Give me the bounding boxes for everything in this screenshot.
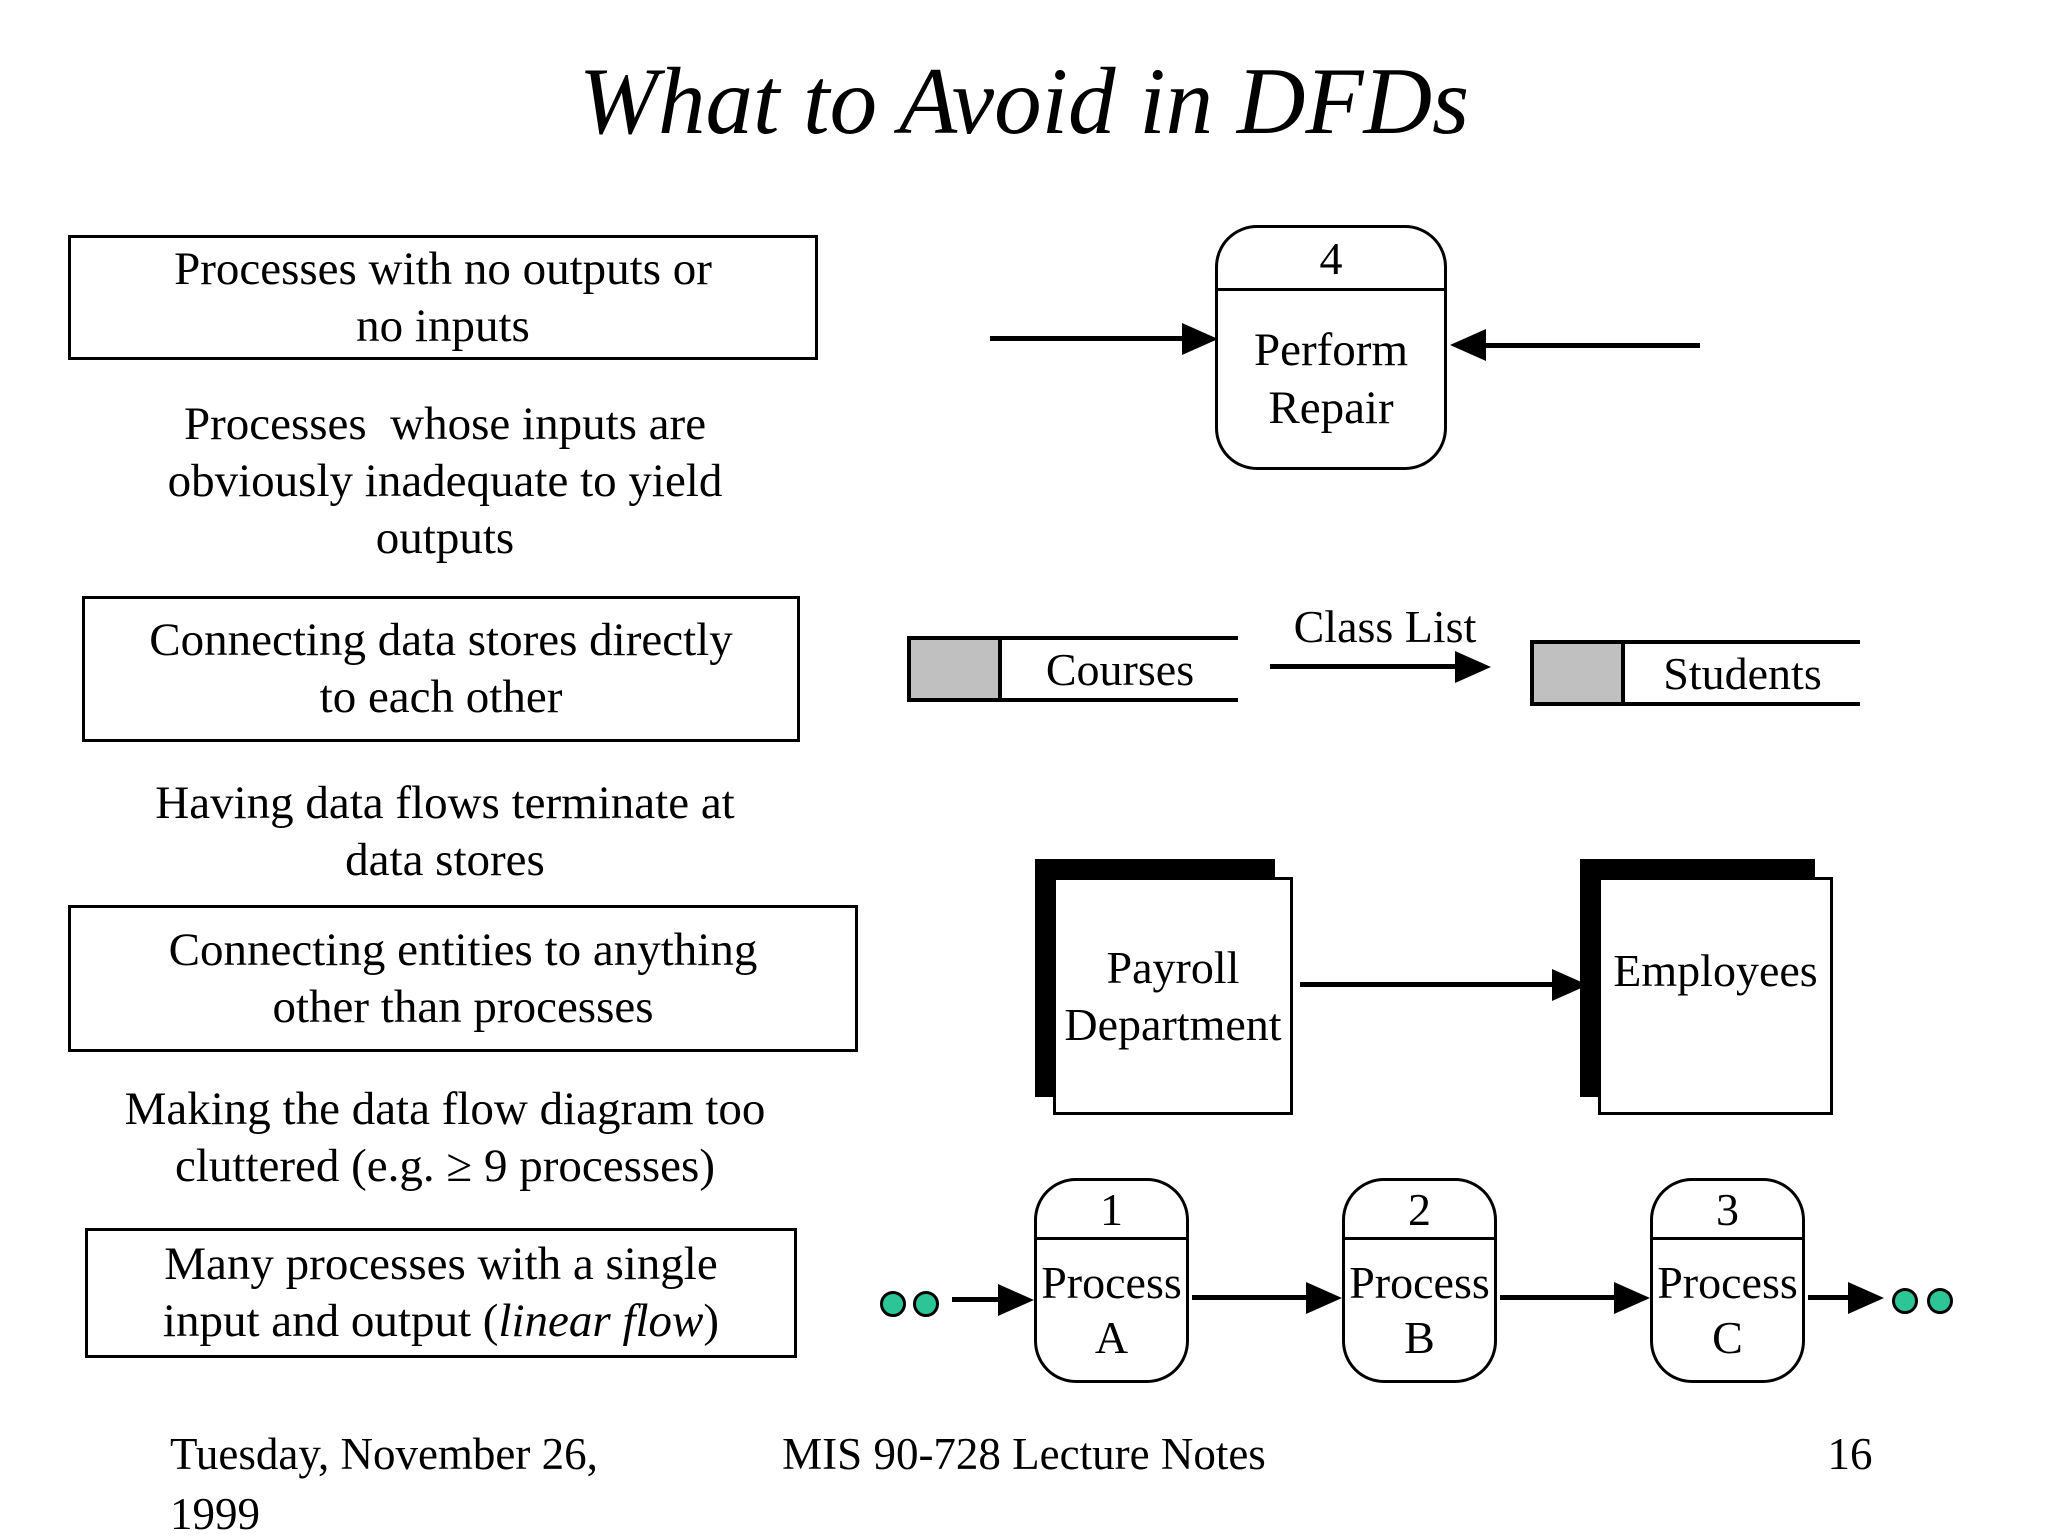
avoid-item-line: Connecting entities to anything	[168, 923, 758, 976]
arrowhead-right-icon	[1306, 1282, 1342, 1314]
entity-label: Payroll Department	[1053, 877, 1293, 1115]
avoid-item-cluttered: Making the data flow diagram too clutter…	[40, 1078, 850, 1198]
flow-label-class-list: Class List	[1293, 601, 1477, 652]
process-label-line: Repair	[1268, 382, 1394, 434]
entity-label-line: Employees	[1613, 945, 1818, 996]
avoid-item-line: obviously inadequate to yield	[167, 454, 723, 507]
process-node-perform-repair: 4 Perform Repair	[1215, 225, 1447, 470]
avoid-item-line: outputs	[375, 511, 515, 564]
avoid-item-line: data stores	[345, 834, 545, 886]
process-label: Process B	[1345, 1240, 1494, 1380]
process-label-line: Perform	[1253, 324, 1408, 376]
avoid-item-line: no inputs	[356, 299, 530, 352]
avoid-item-line-part: input and output (	[162, 1295, 499, 1347]
footer-date-line: Tuesday, November 26,	[170, 1429, 598, 1479]
avoid-item-flows-terminate: Having data flows terminate at data stor…	[40, 772, 850, 892]
datastore-students: Students	[1530, 640, 1860, 706]
entity-label: Employees	[1598, 877, 1833, 1115]
avoid-item-line: input and output (linear flow)	[163, 1293, 719, 1350]
arrowhead-right-icon	[998, 1284, 1034, 1316]
process-label-line: Process	[1349, 1257, 1490, 1308]
entity-label-line: Payroll	[1106, 942, 1240, 993]
avoid-item-line: Connecting data stores directly	[149, 614, 733, 666]
avoid-item-inadequate-inputs: Processes whose inputs are obviously ina…	[40, 394, 850, 568]
avoid-item-line: Processes with no outputs or	[174, 242, 712, 295]
entity-payroll-department: Payroll Department	[1035, 859, 1293, 1115]
source-sink-dot-icon	[1927, 1288, 1953, 1314]
avoid-item-line-italic: linear flow	[498, 1295, 704, 1347]
avoid-item-line: cluttered (e.g. ≥ 9 processes)	[175, 1140, 715, 1192]
process-label: Perform Repair	[1218, 291, 1444, 467]
arrowhead-right-icon	[1455, 651, 1491, 683]
flow-arrow-line	[1270, 664, 1455, 669]
flow-arrow-line	[1192, 1295, 1306, 1300]
flow-arrow-line	[1808, 1295, 1848, 1300]
flow-arrow-line	[990, 336, 1182, 341]
flow-arrow-line	[1500, 1295, 1614, 1300]
avoid-item-line: Many processes with a single	[164, 1238, 718, 1290]
page-title: What to Avoid in DFDs	[578, 48, 1470, 154]
datastore-key-box	[911, 640, 1002, 698]
process-divider	[1345, 1237, 1494, 1240]
datastore-courses: Courses	[907, 636, 1238, 702]
footer-page-number: 16	[1827, 1429, 1873, 1479]
avoid-item-connected-stores: Connecting data stores directly to each …	[82, 596, 800, 742]
source-sink-dot-icon	[880, 1291, 906, 1317]
process-divider	[1218, 288, 1444, 291]
footer-date: Tuesday, November 26, 1999	[170, 1424, 690, 1536]
datastore-key-box	[1534, 644, 1625, 702]
footer-course-title: MIS 90-728 Lecture Notes	[782, 1429, 1266, 1479]
source-sink-dot-icon	[913, 1291, 939, 1317]
process-number: 3	[1716, 1183, 1739, 1235]
flow-arrow-line	[952, 1297, 998, 1302]
process-divider	[1653, 1237, 1802, 1240]
process-label-line: C	[1712, 1312, 1743, 1363]
process-node-b: 2 Process B	[1342, 1178, 1497, 1383]
avoid-item-line: Processes whose inputs are	[183, 397, 707, 450]
source-sink-dot-icon	[1892, 1288, 1918, 1314]
avoid-item-entity-connections: Connecting entities to anything other th…	[68, 905, 858, 1052]
process-label-line: Process	[1041, 1257, 1182, 1308]
avoid-item-no-outputs: Processes with no outputs or no inputs	[68, 235, 818, 360]
arrowhead-right-icon	[1848, 1282, 1884, 1314]
flow-arrow-line	[1300, 982, 1552, 987]
entity-label-line: Department	[1064, 999, 1282, 1050]
arrowhead-left-icon	[1450, 329, 1486, 361]
datastore-label: Students	[1663, 647, 1822, 699]
process-label-line: Process	[1657, 1257, 1798, 1308]
arrowhead-right-icon	[1182, 323, 1218, 355]
process-divider	[1037, 1237, 1186, 1240]
process-number: 4	[1319, 232, 1343, 284]
process-label: Process C	[1653, 1240, 1802, 1380]
process-number: 1	[1100, 1183, 1123, 1235]
process-node-a: 1 Process A	[1034, 1178, 1189, 1383]
process-node-c: 3 Process C	[1650, 1178, 1805, 1383]
avoid-item-line: to each other	[319, 671, 563, 723]
footer-date-line: 1999	[170, 1489, 260, 1536]
avoid-item-line: Having data flows terminate at	[155, 777, 735, 829]
process-label-line: B	[1404, 1312, 1435, 1363]
process-label-line: A	[1094, 1312, 1129, 1363]
flow-arrow-line	[1486, 343, 1700, 348]
avoid-item-line: other than processes	[272, 980, 654, 1033]
process-label: Process A	[1037, 1240, 1186, 1380]
entity-employees: Employees	[1580, 859, 1833, 1115]
datastore-label: Courses	[1045, 643, 1195, 695]
avoid-item-linear-flow: Many processes with a single input and o…	[85, 1228, 797, 1358]
avoid-item-line-part: )	[703, 1295, 720, 1347]
avoid-item-line: Making the data flow diagram too	[124, 1083, 766, 1135]
process-number: 2	[1408, 1183, 1431, 1235]
arrowhead-right-icon	[1614, 1282, 1650, 1314]
